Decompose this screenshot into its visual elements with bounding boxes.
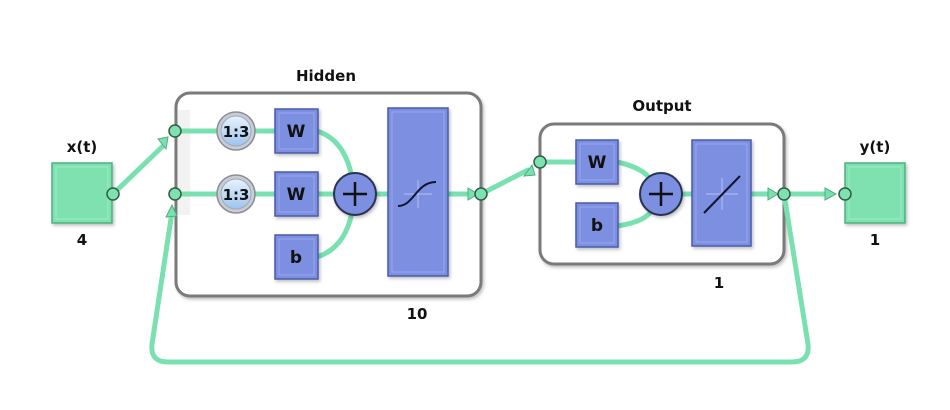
linear-icon [703, 175, 741, 214]
output-layer-title: Output [632, 97, 691, 115]
output-weight: W [575, 139, 619, 185]
input-port [106, 187, 120, 201]
hidden-layer-title: Hidden [296, 67, 356, 85]
hidden-transfer [387, 107, 449, 277]
sigmoid-icon [397, 181, 437, 207]
hidden-layer-size: 10 [407, 305, 428, 323]
plus-icon [343, 182, 367, 206]
output-transfer [691, 139, 752, 247]
wire-hidden-to-output [478, 167, 531, 197]
weight-block-bevel [278, 112, 315, 150]
weight-block [575, 139, 619, 185]
weight-block [274, 171, 319, 217]
delay-label-2: 1:3 [223, 186, 250, 204]
hidden-weight-2: W [274, 171, 319, 217]
clock-face [220, 178, 252, 210]
output-label: y(t) [860, 138, 891, 156]
arrow-to-y [824, 187, 838, 201]
weight-label: W [287, 185, 306, 205]
bias-label: b [290, 248, 302, 268]
transfer-block-bevel [391, 111, 445, 273]
hidden-input-port-1 [168, 124, 182, 138]
bias-block [575, 202, 619, 248]
junction-dots [106, 124, 852, 201]
hidden-weight-1: W [274, 108, 319, 154]
bias-block-bevel [278, 238, 315, 276]
wire-weight1-to-sum [314, 128, 355, 181]
output-layer-size: 1 [714, 274, 724, 292]
transfer-block-bevel [695, 143, 748, 243]
arrow-to-hidden-top [157, 136, 169, 151]
feedback-wire [149, 191, 811, 365]
wire-input-to-hidden [110, 143, 166, 197]
output-layer-input-port [533, 155, 547, 169]
bias-label: b [591, 216, 603, 236]
bias-block [274, 234, 319, 280]
wire-bias-to-sum [314, 209, 355, 260]
arrow-output-transfer-out [767, 187, 779, 201]
output-size: 1 [870, 231, 880, 249]
connection-wires [110, 128, 831, 365]
delay-block-1: 1:3 [216, 111, 256, 151]
output-layer-output-port [777, 187, 791, 201]
output-square [844, 162, 906, 224]
output-block-port [838, 187, 852, 201]
arrowheads [157, 136, 838, 218]
output-sum [639, 172, 683, 216]
hidden-bias: b [274, 234, 319, 280]
output-bias: b [575, 202, 619, 248]
hidden-layer-inner-shade [178, 110, 190, 215]
weight-block-bevel [579, 143, 615, 181]
arrow-to-output-layer [522, 163, 536, 177]
delay-block-2: 1:3 [216, 174, 256, 214]
hidden-input-port-2 [168, 187, 182, 201]
input-label: x(t) [67, 138, 98, 156]
delay-label-1: 1:3 [223, 123, 250, 141]
weight-block-bevel [278, 175, 315, 213]
input-size: 4 [77, 231, 87, 249]
weight-block [274, 108, 319, 154]
arrow-hidden-out [467, 187, 479, 201]
hidden-output-port [474, 187, 488, 201]
hidden-sum [333, 172, 377, 216]
weight-label: W [287, 122, 306, 142]
output-block: y(t) 1 [844, 138, 906, 249]
transfer-axes [404, 180, 432, 208]
input-square [51, 162, 113, 224]
bias-block-bevel [579, 206, 615, 244]
arrow-feedback-to-hidden [165, 203, 178, 218]
clock-face [220, 115, 252, 147]
plus-icon [649, 182, 673, 206]
input-block: x(t) 4 [51, 138, 113, 249]
weight-label: W [588, 153, 607, 173]
